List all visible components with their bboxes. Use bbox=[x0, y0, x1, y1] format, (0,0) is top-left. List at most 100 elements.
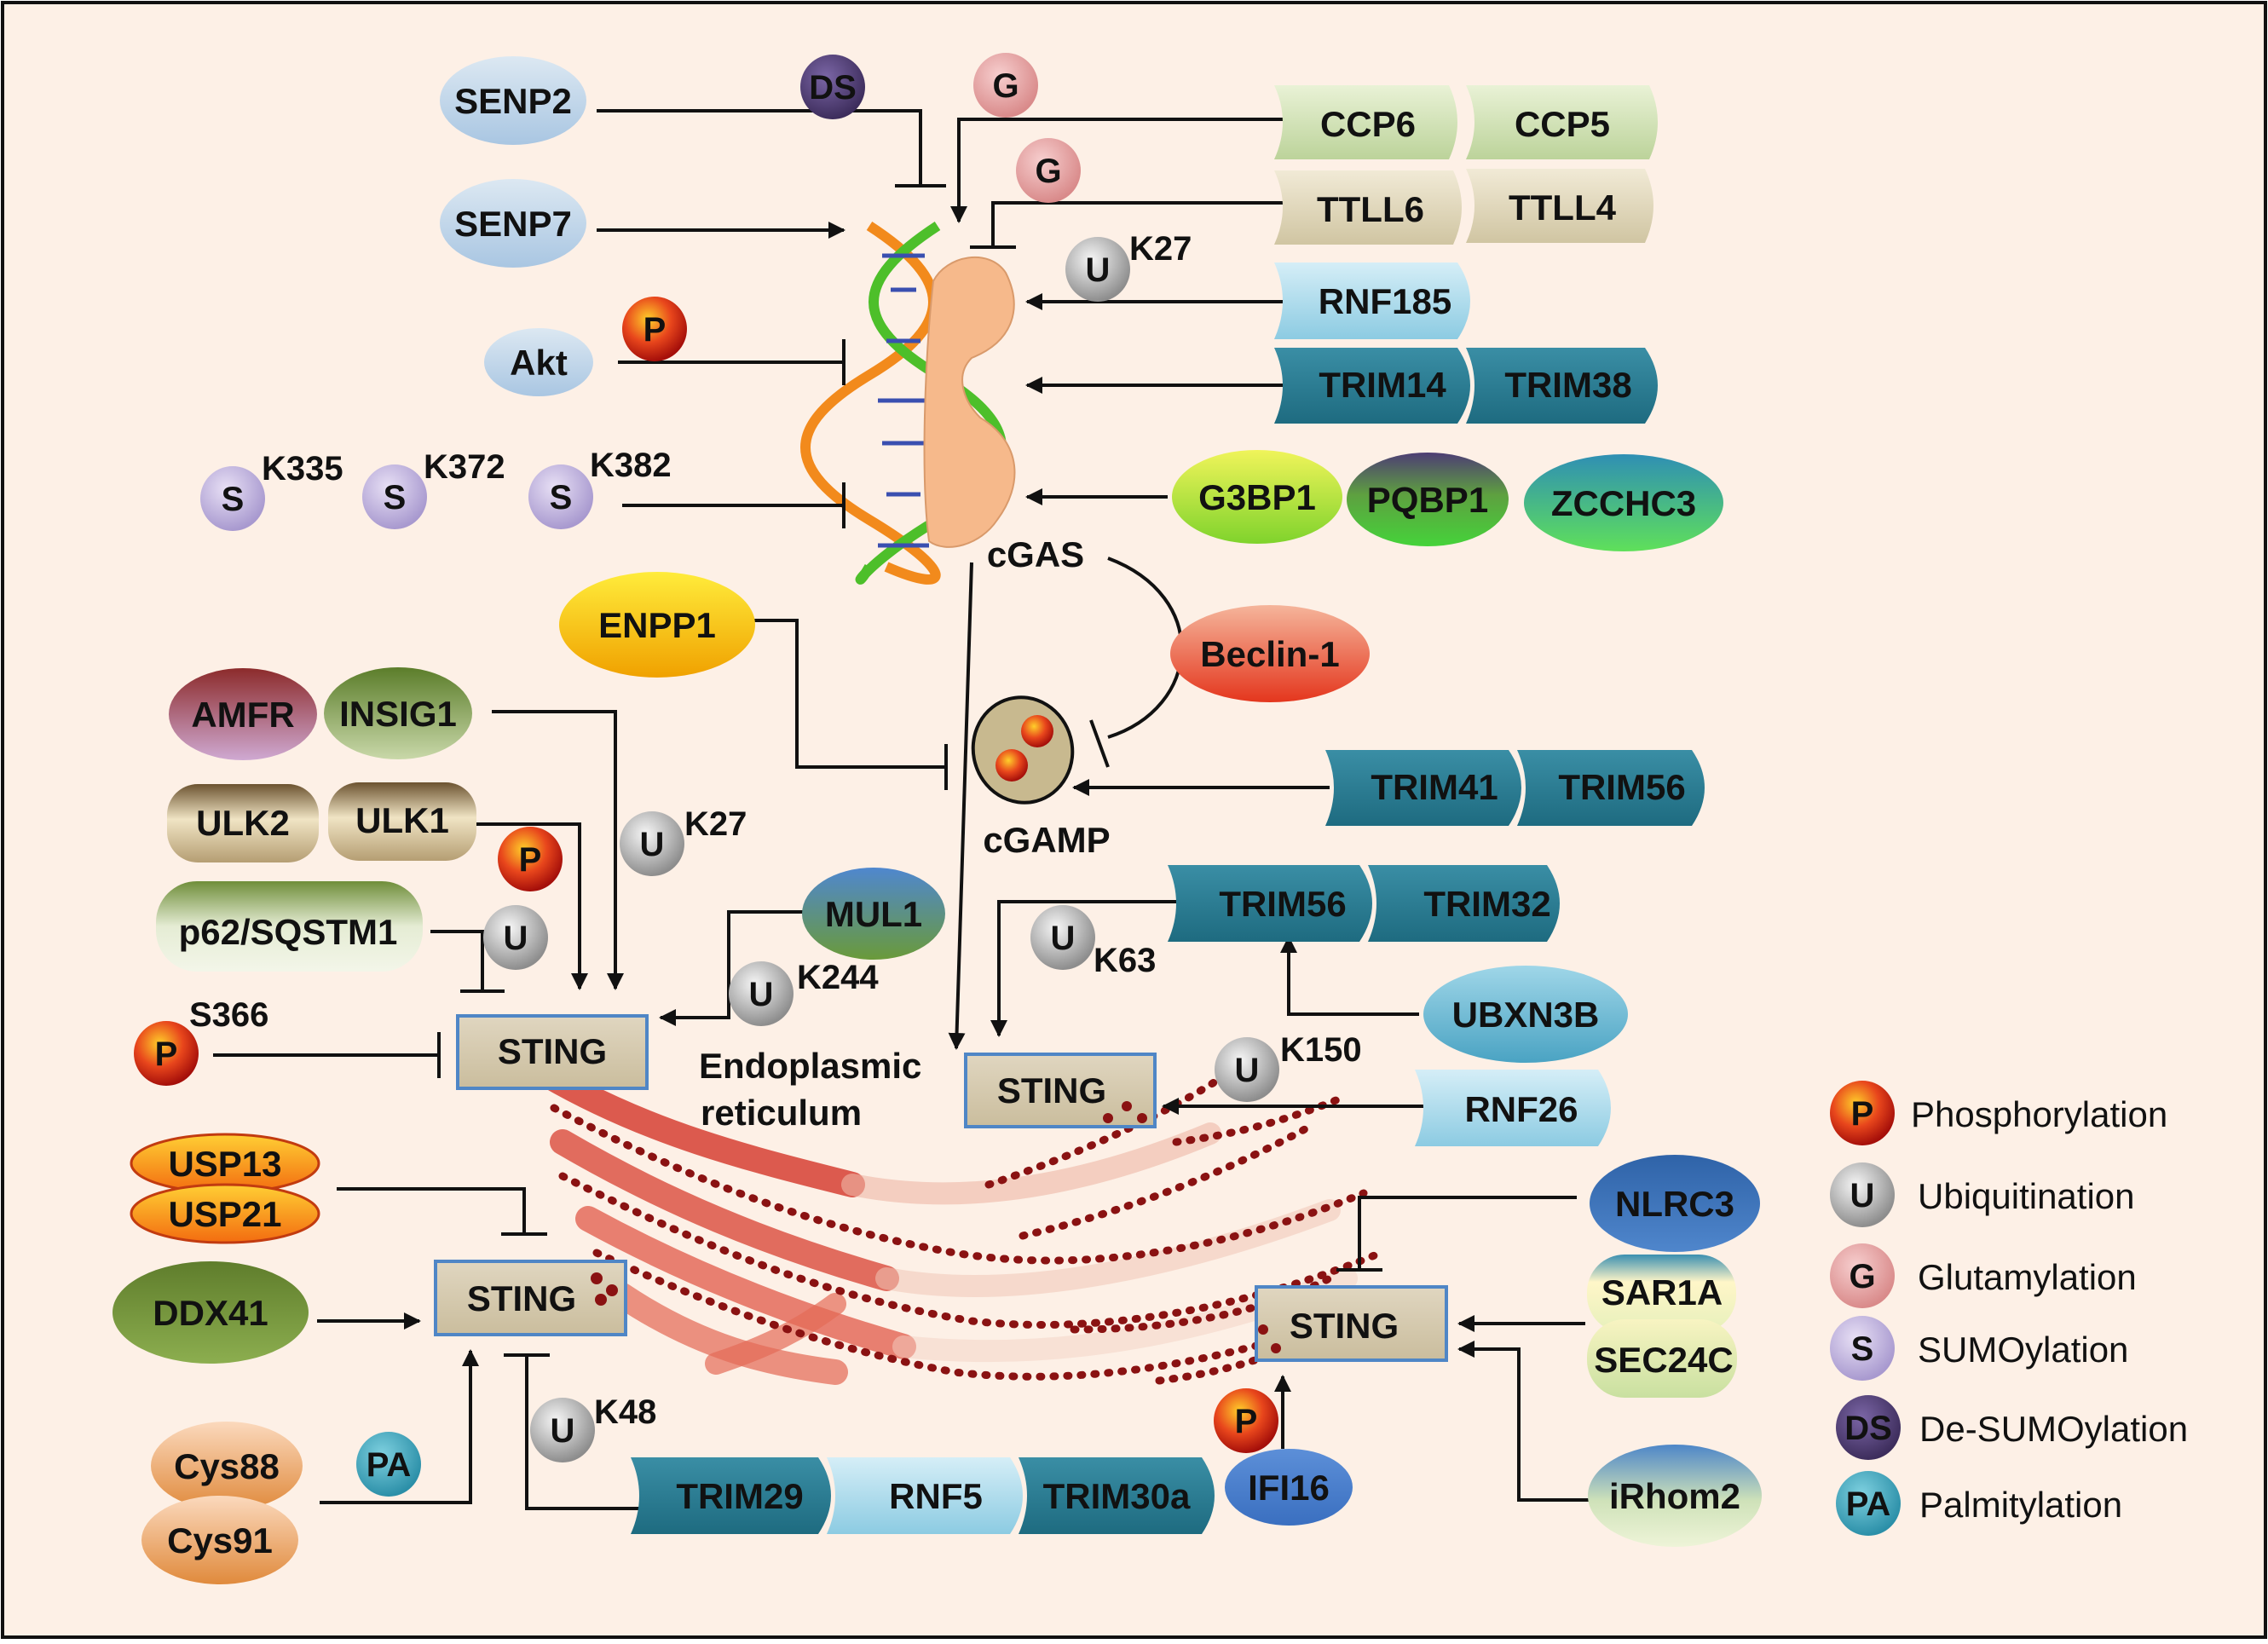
p-badge-ulk1: P bbox=[498, 827, 563, 891]
svg-text:Beclin-1: Beclin-1 bbox=[1200, 634, 1339, 674]
svg-text:NLRC3: NLRC3 bbox=[1615, 1184, 1734, 1224]
svg-text:INSIG1: INSIG1 bbox=[339, 694, 457, 734]
svg-text:Palmitylation: Palmitylation bbox=[1919, 1485, 2122, 1525]
site-k48: K48 bbox=[594, 1393, 656, 1431]
svg-text:Glutamylation: Glutamylation bbox=[1918, 1257, 2137, 1297]
svg-text:TRIM41: TRIM41 bbox=[1371, 767, 1498, 807]
svg-text:RNF26: RNF26 bbox=[1464, 1089, 1578, 1129]
svg-text:PQBP1: PQBP1 bbox=[1367, 480, 1488, 520]
svg-text:STING: STING bbox=[997, 1070, 1106, 1110]
svg-text:DS: DS bbox=[1844, 1410, 1892, 1447]
svg-text:DDX41: DDX41 bbox=[153, 1293, 268, 1333]
svg-text:UBXN3B: UBXN3B bbox=[1452, 995, 1600, 1035]
site-k244: K244 bbox=[797, 959, 879, 996]
enpp1-oval: ENPP1 bbox=[559, 572, 755, 678]
trim56-shape-lower: TRIM56 bbox=[1168, 865, 1372, 942]
svg-text:PA: PA bbox=[1846, 1485, 1891, 1523]
cgas-label: cGAS bbox=[987, 534, 1084, 574]
svg-text:U: U bbox=[551, 1412, 575, 1450]
s-badge-k382: S bbox=[528, 464, 593, 529]
sting-box-lower-right: STING bbox=[1255, 1285, 1448, 1362]
svg-text:p62/SQSTM1: p62/SQSTM1 bbox=[179, 912, 398, 952]
svg-text:U: U bbox=[1051, 920, 1076, 957]
svg-text:Ubiquitination: Ubiquitination bbox=[1918, 1176, 2135, 1216]
svg-text:SENP7: SENP7 bbox=[454, 204, 572, 244]
svg-text:ULK2: ULK2 bbox=[196, 803, 290, 843]
ulk2-shape: ULK2 bbox=[167, 784, 319, 862]
ubxn3b-oval: UBXN3B bbox=[1423, 966, 1628, 1063]
ulk1-shape: ULK1 bbox=[328, 782, 476, 861]
rnf26-shape: RNF26 bbox=[1415, 1070, 1611, 1146]
cgamp-label: cGAMP bbox=[983, 820, 1110, 860]
s-badge-k335: S bbox=[200, 466, 265, 531]
sting-box-upper-middle: STING bbox=[964, 1053, 1157, 1128]
svg-text:Phosphorylation: Phosphorylation bbox=[1911, 1094, 2167, 1134]
g-badge-ttll6: G bbox=[1016, 138, 1081, 203]
svg-text:U: U bbox=[1235, 1052, 1260, 1089]
svg-text:IFI16: IFI16 bbox=[1248, 1468, 1330, 1508]
connector-lines bbox=[213, 109, 1594, 1510]
svg-text:TRIM32: TRIM32 bbox=[1423, 884, 1550, 924]
svg-text:G: G bbox=[992, 67, 1019, 105]
svg-text:DS: DS bbox=[809, 69, 857, 107]
site-k372: K372 bbox=[424, 448, 505, 486]
trim29-shape: TRIM29 bbox=[631, 1457, 831, 1534]
svg-text:RNF185: RNF185 bbox=[1319, 281, 1451, 321]
er-label-line2: reticulum bbox=[701, 1093, 862, 1133]
u-badge-k150: U bbox=[1215, 1037, 1279, 1102]
beclin1-oval: Beclin-1 bbox=[1170, 605, 1370, 702]
ddx41-oval: DDX41 bbox=[113, 1261, 309, 1364]
svg-text:AMFR: AMFR bbox=[191, 695, 294, 735]
svg-text:SENP2: SENP2 bbox=[454, 81, 572, 121]
svg-text:S: S bbox=[550, 479, 573, 516]
svg-text:PA: PA bbox=[366, 1446, 412, 1484]
svg-text:SAR1A: SAR1A bbox=[1601, 1272, 1723, 1312]
sec24c-shape: SEC24C bbox=[1587, 1319, 1737, 1398]
svg-text:TRIM30a: TRIM30a bbox=[1043, 1476, 1191, 1516]
sting-box-lower-left: STING bbox=[434, 1260, 627, 1336]
legend-item-ubiquitination: U Ubiquitination bbox=[1830, 1162, 2135, 1227]
cys91-oval: Cys91 bbox=[141, 1496, 298, 1584]
ifi16-oval: IFI16 bbox=[1225, 1449, 1353, 1526]
svg-text:S: S bbox=[384, 479, 407, 516]
svg-text:G: G bbox=[1849, 1258, 1875, 1295]
trim56-shape-upper: TRIM56 bbox=[1517, 750, 1705, 826]
zcchc3-oval: ZCCHC3 bbox=[1524, 454, 1723, 551]
er-label-line1: Endoplasmic bbox=[699, 1046, 921, 1086]
s-badge-k372: S bbox=[362, 464, 427, 529]
sar1a-shape: SAR1A bbox=[1587, 1255, 1736, 1333]
ttll6-shape: TTLL6 bbox=[1274, 170, 1462, 245]
svg-text:CCP5: CCP5 bbox=[1515, 104, 1610, 144]
svg-text:USP13: USP13 bbox=[168, 1144, 281, 1184]
usp21-oval: USP21 bbox=[130, 1183, 320, 1244]
ccp5-shape: CCP5 bbox=[1466, 85, 1658, 159]
nlrc3-oval: NLRC3 bbox=[1590, 1155, 1760, 1252]
svg-text:U: U bbox=[640, 826, 665, 863]
p-badge-s366: P bbox=[134, 1021, 199, 1086]
svg-text:U: U bbox=[749, 976, 774, 1013]
svg-text:P: P bbox=[1851, 1095, 1874, 1133]
svg-text:S: S bbox=[222, 481, 245, 518]
u-badge-k27-amfr: U bbox=[620, 811, 684, 876]
svg-text:TRIM29: TRIM29 bbox=[676, 1476, 803, 1516]
svg-text:SEC24C: SEC24C bbox=[1594, 1340, 1733, 1380]
u-badge-k27-rnf185: U bbox=[1065, 237, 1130, 302]
svg-text:TRIM56: TRIM56 bbox=[1558, 767, 1685, 807]
svg-text:TRIM38: TRIM38 bbox=[1504, 365, 1631, 405]
svg-text:S: S bbox=[1851, 1330, 1874, 1368]
svg-text:U: U bbox=[504, 920, 528, 957]
svg-text:STING: STING bbox=[1290, 1306, 1399, 1346]
g3bp1-oval: G3BP1 bbox=[1172, 450, 1342, 544]
legend-item-sumoylation: S SUMOylation bbox=[1830, 1316, 2128, 1381]
legend: P Phosphorylation U Ubiquitination G Glu… bbox=[1830, 1081, 2188, 1536]
svg-text:SUMOylation: SUMOylation bbox=[1918, 1330, 2128, 1370]
svg-text:Cys88: Cys88 bbox=[174, 1446, 280, 1486]
svg-text:P: P bbox=[643, 311, 667, 349]
svg-text:TTLL6: TTLL6 bbox=[1317, 189, 1424, 229]
svg-text:U: U bbox=[1850, 1177, 1875, 1214]
svg-text:P: P bbox=[155, 1035, 178, 1073]
svg-text:Cys91: Cys91 bbox=[167, 1520, 273, 1560]
u-badge-k63: U bbox=[1030, 905, 1095, 970]
svg-text:TTLL4: TTLL4 bbox=[1509, 187, 1617, 228]
trim38-shape: TRIM38 bbox=[1466, 348, 1658, 424]
